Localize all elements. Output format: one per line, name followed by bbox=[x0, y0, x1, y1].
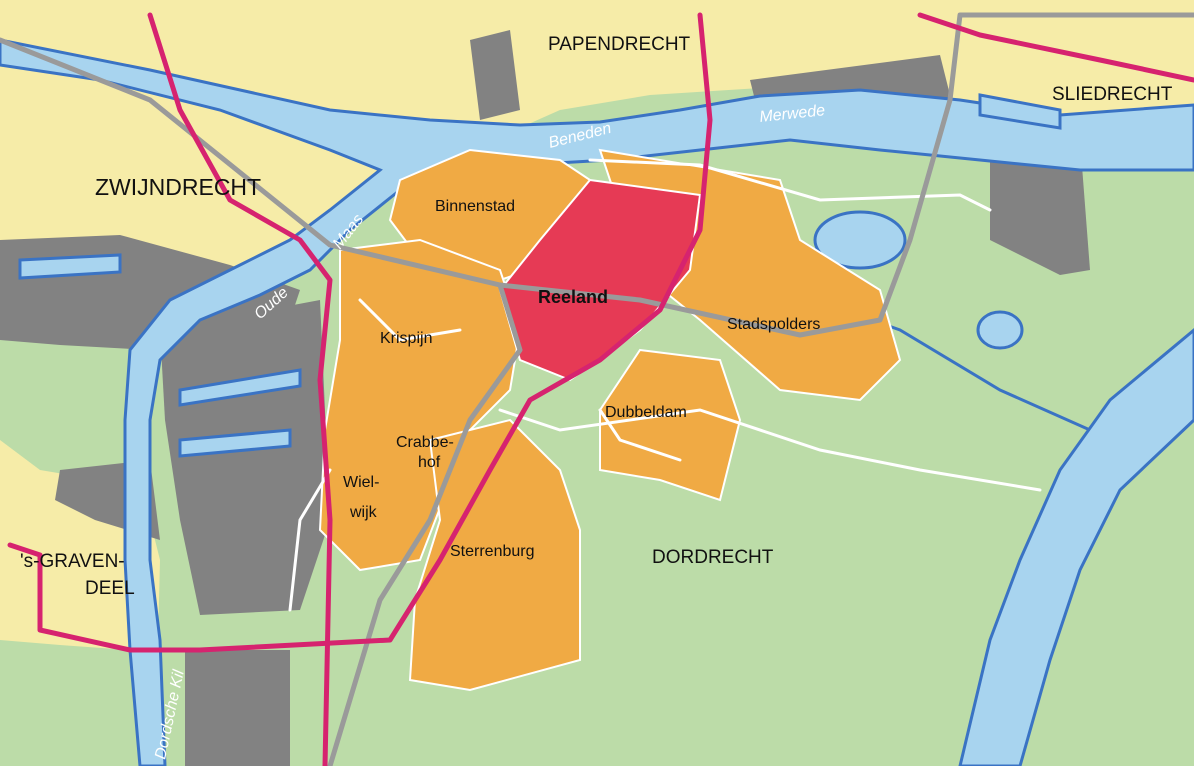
local-road-2 bbox=[498, 408, 1042, 492]
harbour-inlet-3 bbox=[178, 428, 292, 458]
district-area-dubbeldam bbox=[599, 348, 742, 502]
river-southeast bbox=[958, 328, 1194, 766]
highway-a16 bbox=[147, 12, 333, 766]
label-dordrecht: DORDRECHT bbox=[652, 547, 774, 568]
label-zwijndrecht: ZWIJNDRECHT bbox=[95, 174, 261, 200]
industrial-sliedrecht bbox=[990, 140, 1090, 275]
industrial-kil bbox=[185, 650, 290, 766]
label-dubbeldam: Dubbeldam bbox=[605, 404, 687, 421]
label-gravendeel-1: 's-GRAVEN- bbox=[20, 551, 125, 572]
local-road-4 bbox=[598, 408, 682, 462]
railway-south bbox=[327, 282, 523, 766]
highway-west bbox=[7, 542, 203, 653]
highway-n3 bbox=[197, 12, 713, 653]
label-sliedrecht: SLIEDRECHT bbox=[1052, 84, 1173, 105]
river-beneden-merwede bbox=[0, 38, 1194, 766]
industrial-papendrecht bbox=[470, 30, 520, 120]
lake-stadspolders bbox=[976, 310, 1024, 350]
label-binnenstad: Binnenstad bbox=[435, 198, 515, 215]
local-road-5 bbox=[358, 298, 462, 342]
local-road-3 bbox=[288, 468, 332, 612]
label-gravendeel-2: DEEL bbox=[85, 578, 135, 599]
label-reeland: Reeland bbox=[538, 287, 608, 307]
railway-line bbox=[0, 12, 1194, 338]
harbour-inlet-4 bbox=[978, 93, 1062, 130]
highway-northeast bbox=[917, 12, 1194, 83]
label-krispijn: Krispijn bbox=[380, 330, 432, 347]
lake-east bbox=[813, 210, 907, 270]
label-stadspolders: Stadspolders bbox=[727, 316, 820, 333]
local-road-1 bbox=[588, 158, 992, 212]
label-merwede: Merwede bbox=[759, 102, 826, 126]
harbour-inlet-1 bbox=[18, 253, 122, 280]
label-papendrecht: PAPENDRECHT bbox=[548, 34, 691, 55]
label-wielwijk-1: Wiel- bbox=[343, 474, 379, 491]
label-crabbehof-2: hof bbox=[418, 454, 441, 471]
label-crabbehof-1: Crabbe- bbox=[396, 434, 454, 451]
label-wielwijk-2: wijk bbox=[349, 504, 378, 521]
label-sterrenburg: Sterrenburg bbox=[450, 543, 535, 560]
district-area-sterrenburg bbox=[408, 418, 581, 692]
harbour-inlet-2 bbox=[178, 368, 302, 407]
